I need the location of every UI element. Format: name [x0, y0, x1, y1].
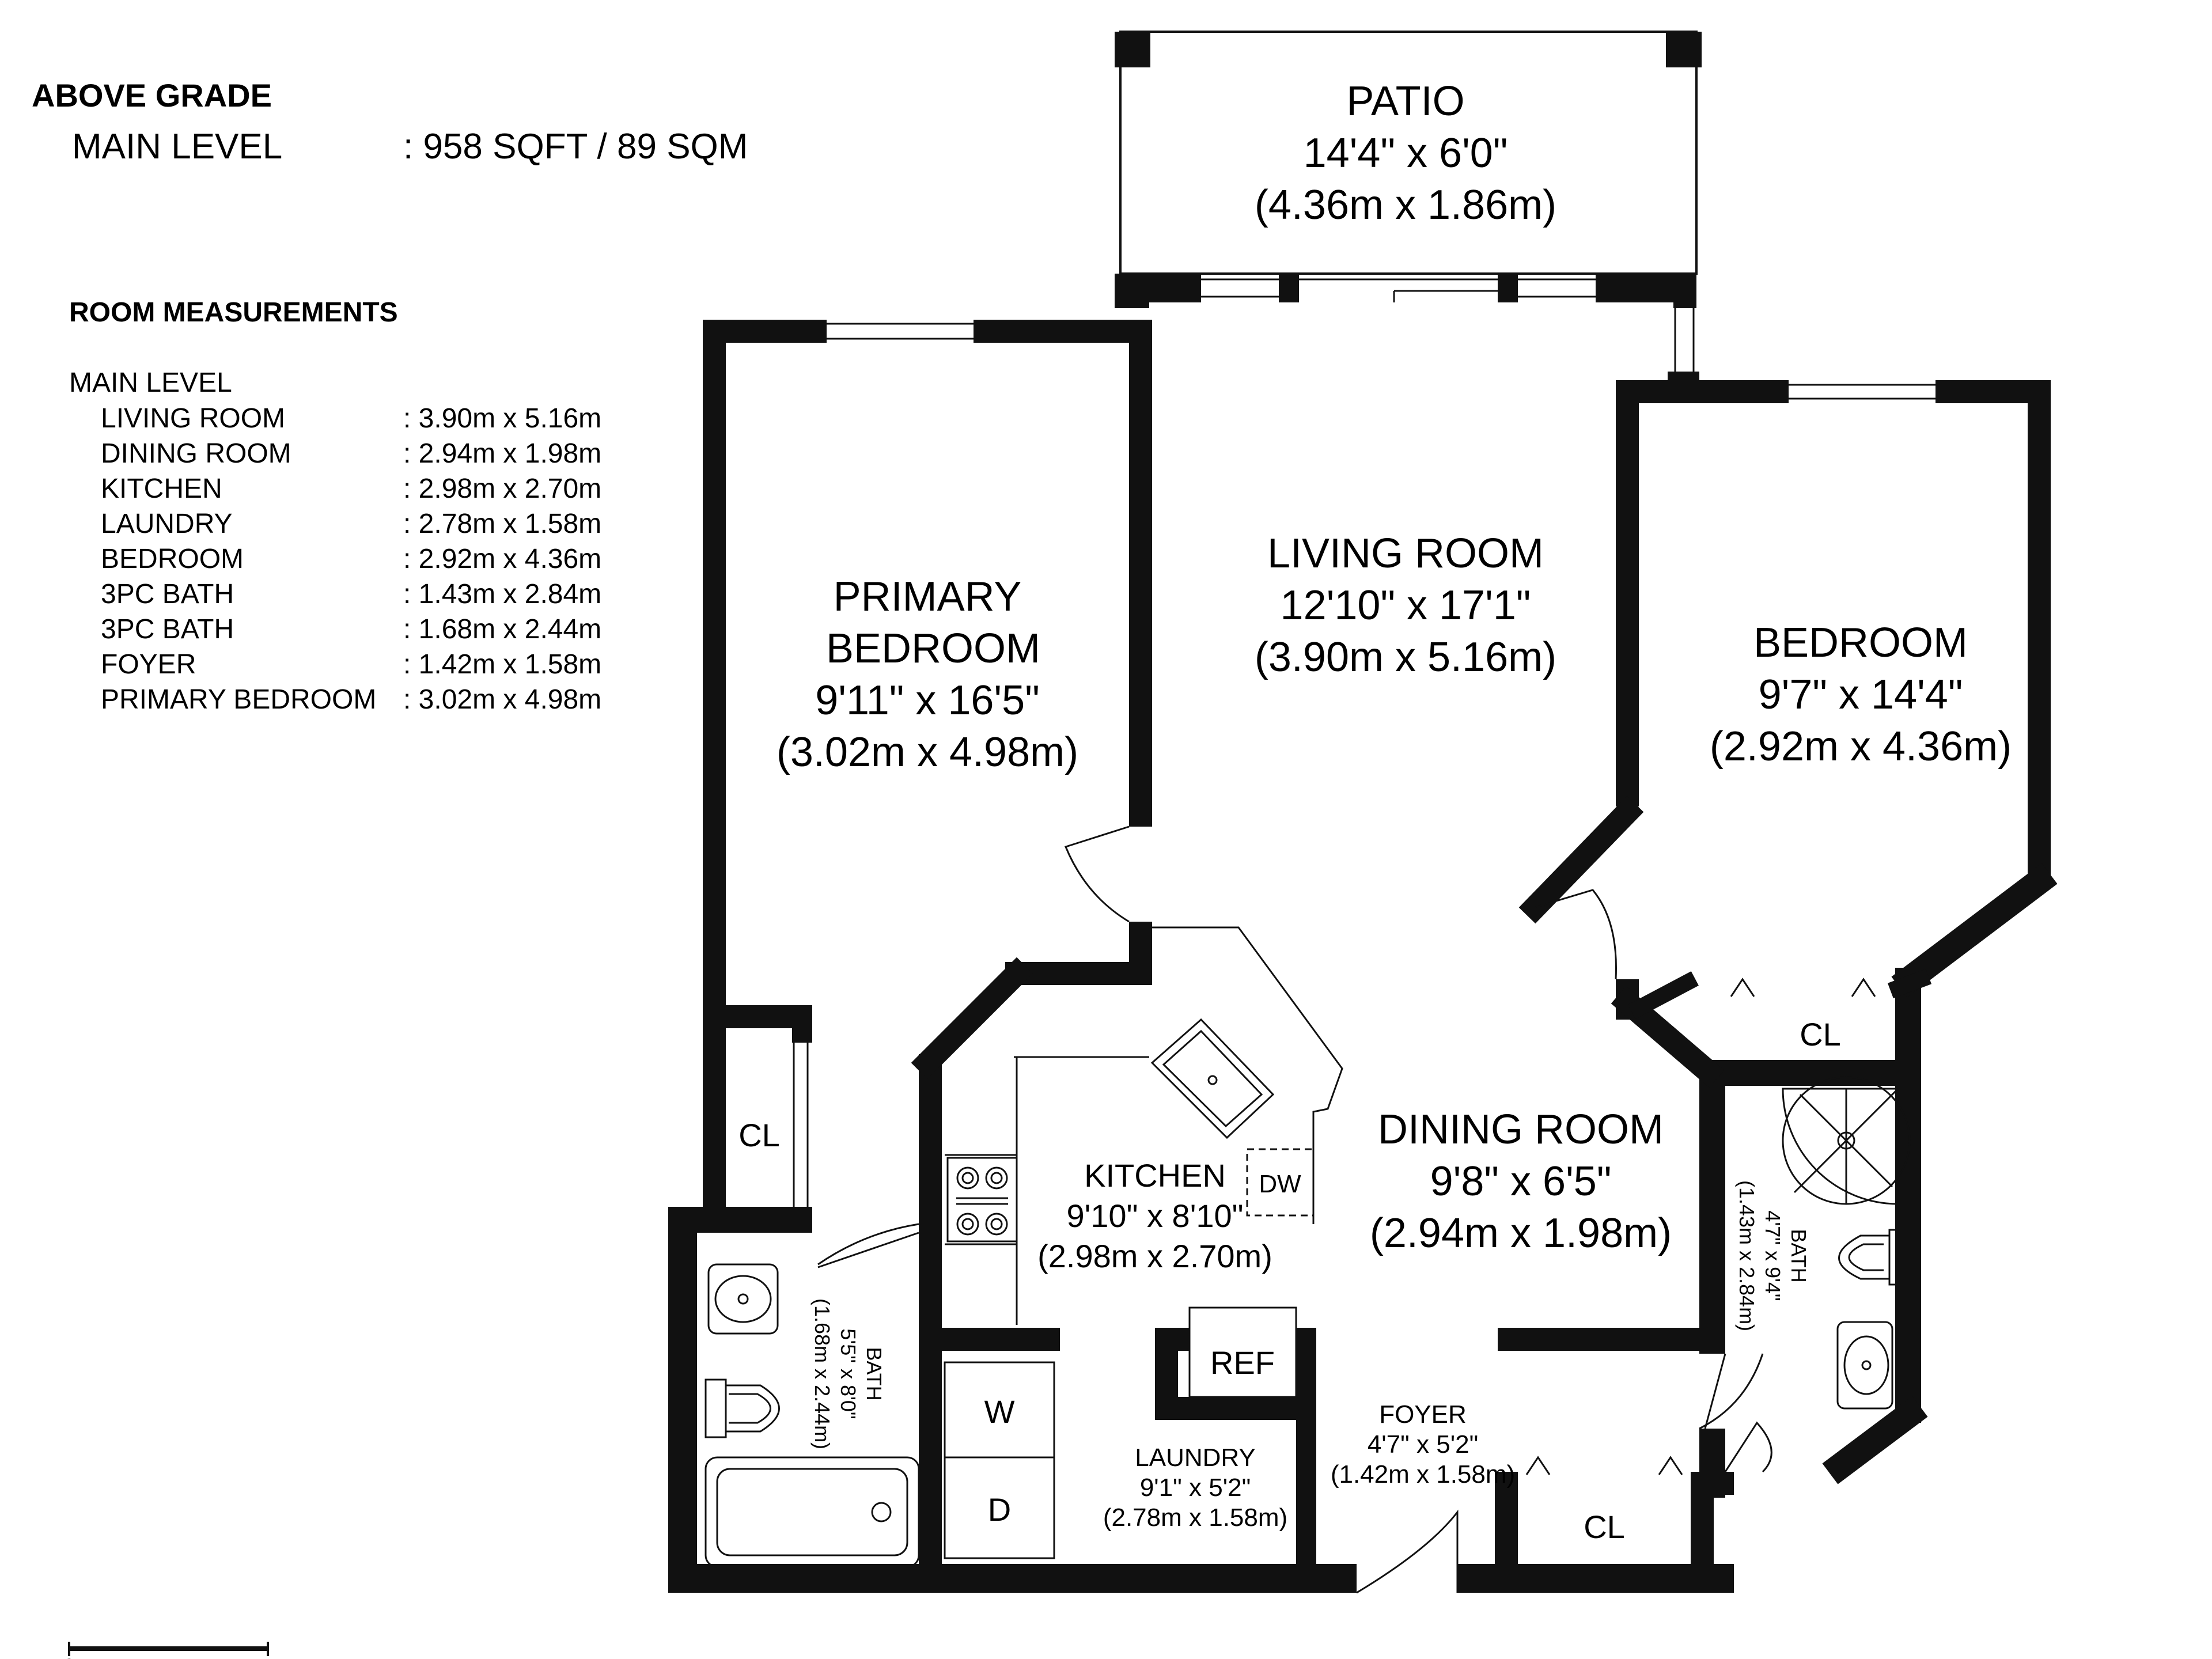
laundry-name: LAUNDRY — [1135, 1444, 1255, 1472]
primary-name-2: BEDROOM — [826, 626, 1040, 672]
closet-label-bedroom: CL — [1800, 1016, 1841, 1052]
measurement-room: KITCHEN — [101, 474, 222, 504]
measurement-size: : 2.78m x 1.58m — [403, 509, 601, 539]
measurement-room: BEDROOM — [101, 544, 244, 574]
foyer-metric: (1.42m x 1.58m) — [1331, 1460, 1515, 1488]
dishwasher: DW — [1246, 1148, 1315, 1217]
primary-metric: (3.02m x 4.98m) — [777, 729, 1078, 775]
room-label-bath-left: BATH 5'5" x 8'0" (1.68m x 2.44m) — [810, 1298, 886, 1449]
bedroom-imperial: 9'7" x 14'4" — [1759, 672, 1963, 718]
room-label-dining: DINING ROOM 9'8" x 6'5" (2.94m x 1.98m) — [1370, 1107, 1672, 1256]
measurement-row: LAUNDRY : 2.78m x 1.58m — [101, 509, 601, 539]
dining-imperial: 9'8" x 6'5" — [1430, 1158, 1612, 1205]
room-measurements: ROOM MEASUREMENTS MAIN LEVEL LIVING ROOM… — [69, 297, 601, 715]
kitchen-imperial: 9'10" x 8'10" — [1066, 1198, 1243, 1234]
room-label-bedroom: BEDROOM 9'7" x 14'4" (2.92m x 4.36m) — [1710, 620, 2012, 770]
primary-name-1: PRIMARY — [834, 574, 1022, 620]
windows — [793, 278, 1936, 1207]
measurement-size: : 1.68m x 2.44m — [403, 614, 601, 645]
measurement-size: : 3.02m x 4.98m — [403, 684, 601, 715]
dryer-label: D — [988, 1491, 1011, 1528]
measurement-size: : 1.43m x 2.84m — [403, 579, 601, 609]
closet-label-primary: CL — [738, 1117, 780, 1153]
refrigerator: REF — [1188, 1306, 1297, 1398]
measurement-room: LAUNDRY — [101, 509, 233, 539]
angled-walls — [911, 796, 2058, 1484]
room-label-living: LIVING ROOM 12'10" x 17'1" (3.90m x 5.16… — [1255, 531, 1556, 680]
bath-right-imperial: 4'7" x 9'4" — [1761, 1210, 1785, 1301]
refrigerator-label: REF — [1210, 1344, 1275, 1381]
patio-metric: (4.36m x 1.86m) — [1255, 182, 1556, 228]
header-title: ABOVE GRADE — [32, 77, 272, 113]
measurement-row: BEDROOM : 2.92m x 4.36m — [101, 544, 601, 574]
measurement-row: FOYER : 1.42m x 1.58m — [101, 649, 601, 680]
bedroom-name: BEDROOM — [1753, 620, 1968, 666]
patio-outline — [1115, 31, 1702, 275]
patio-imperial: 14'4" x 6'0" — [1304, 130, 1508, 176]
bath-left-imperial: 5'5" x 8'0" — [836, 1328, 860, 1419]
room-label-laundry: LAUNDRY 9'1" x 5'2" (2.78m x 1.58m) — [1103, 1444, 1287, 1532]
measurement-row: KITCHEN : 2.98m x 2.70m — [101, 474, 601, 504]
closet-door-markers — [1525, 978, 1876, 1475]
bath-left-metric: (1.68m x 2.44m) — [810, 1298, 834, 1449]
primary-imperial: 9'11" x 16'5" — [815, 677, 1040, 724]
room-label-patio: PATIO 14'4" x 6'0" (4.36m x 1.86m) — [1255, 78, 1556, 228]
right-bath-fixtures — [1782, 1076, 1911, 1410]
level-area: : 958 SQFT / 89 SQM — [403, 127, 748, 166]
kitchen-sink — [1150, 1018, 1275, 1139]
measurement-room: PRIMARY BEDROOM — [101, 684, 376, 715]
stove — [946, 1157, 1018, 1243]
foyer-name: FOYER — [1379, 1400, 1467, 1429]
laundry-imperial: 9'1" x 5'2" — [1140, 1474, 1251, 1502]
scale-end: 5' — [253, 1654, 269, 1659]
measurement-row: 3PC BATH : 1.68m x 2.44m — [101, 614, 601, 645]
measurement-room: LIVING ROOM — [101, 403, 285, 434]
washer-dryer: W D — [944, 1361, 1055, 1559]
left-bath-fixtures — [704, 1263, 920, 1568]
dishwasher-label: DW — [1259, 1170, 1301, 1198]
measurement-size: : 1.42m x 1.58m — [403, 649, 601, 680]
closet-label-foyer: CL — [1584, 1509, 1625, 1545]
room-label-foyer: FOYER 4'7" x 5'2" (1.42m x 1.58m) — [1331, 1400, 1515, 1488]
measurement-room: DINING ROOM — [101, 438, 291, 469]
kitchen-name: KITCHEN — [1084, 1157, 1226, 1194]
measurement-size: : 3.90m x 5.16m — [403, 403, 601, 434]
bath-right-metric: (1.43m x 2.84m) — [1735, 1180, 1759, 1331]
measurement-row: PRIMARY BEDROOM : 3.02m x 4.98m — [101, 684, 601, 715]
room-label-kitchen: KITCHEN 9'10" x 8'10" (2.98m x 2.70m) — [1037, 1157, 1272, 1274]
kitchen-metric: (2.98m x 2.70m) — [1037, 1238, 1272, 1274]
living-metric: (3.90m x 5.16m) — [1255, 634, 1556, 680]
dining-metric: (2.94m x 1.98m) — [1370, 1210, 1672, 1256]
measurement-row: DINING ROOM : 2.94m x 1.98m — [101, 438, 601, 469]
measurement-size: : 2.94m x 1.98m — [403, 438, 601, 469]
measurement-row: LIVING ROOM : 3.90m x 5.16m — [101, 403, 601, 434]
room-label-primary-bedroom: PRIMARY BEDROOM 9'11" x 16'5" (3.02m x 4… — [777, 574, 1078, 775]
bedroom-metric: (2.92m x 4.36m) — [1710, 724, 2012, 770]
measurement-room: 3PC BATH — [101, 614, 234, 645]
patio-name: PATIO — [1346, 78, 1464, 124]
measurement-row: 3PC BATH : 1.43m x 2.84m — [101, 579, 601, 609]
measurement-size: : 2.92m x 4.36m — [403, 544, 601, 574]
walls — [668, 274, 2051, 1593]
scale-bar: 0' 5' — [63, 1642, 269, 1659]
washer-label: W — [984, 1393, 1015, 1430]
foyer-imperial: 4'7" x 5'2" — [1368, 1430, 1478, 1459]
measurements-level: MAIN LEVEL — [69, 368, 232, 398]
living-imperial: 12'10" x 17'1" — [1281, 582, 1531, 628]
bath-left-name: BATH — [862, 1347, 886, 1400]
measurements-title: ROOM MEASUREMENTS — [69, 297, 398, 328]
header-block: ABOVE GRADE MAIN LEVEL : 958 SQFT / 89 S… — [32, 77, 748, 166]
living-name: LIVING ROOM — [1267, 531, 1544, 577]
scale-start: 0' — [63, 1654, 79, 1659]
level-name: MAIN LEVEL — [72, 127, 282, 166]
room-label-bath-right: BATH 4'7" x 9'4" (1.43m x 2.84m) — [1735, 1180, 1810, 1331]
laundry-metric: (2.78m x 1.58m) — [1103, 1503, 1287, 1532]
measurement-size: : 2.98m x 2.70m — [403, 474, 601, 504]
dining-name: DINING ROOM — [1378, 1107, 1664, 1153]
door-swings — [817, 825, 1772, 1594]
bath-right-name: BATH — [1787, 1229, 1810, 1282]
measurement-room: FOYER — [101, 649, 196, 680]
measurement-room: 3PC BATH — [101, 579, 234, 609]
